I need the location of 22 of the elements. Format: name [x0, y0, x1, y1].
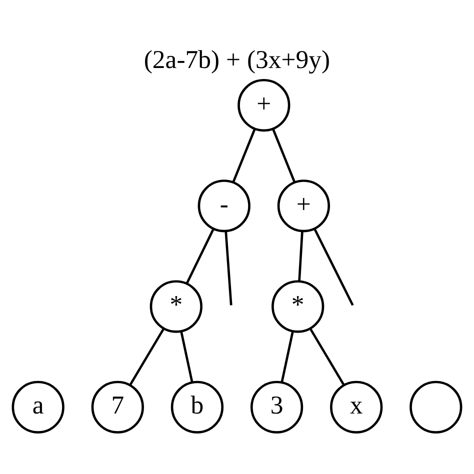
- connector: [224, 230, 232, 305]
- connector: [129, 327, 165, 386]
- node-circle: b: [170, 380, 224, 433]
- connector: [309, 327, 345, 386]
- connector: [232, 128, 256, 182]
- node-circle: [410, 380, 462, 433]
- node-circle: +: [277, 179, 330, 232]
- connector: [298, 230, 304, 281]
- connector: [272, 128, 296, 182]
- connector: [186, 228, 215, 284]
- node-circle: *: [150, 280, 202, 332]
- diagram-title: (2a-7b) + (3x+9y): [144, 44, 330, 74]
- node-circle: -: [198, 179, 250, 232]
- node-circle: a: [12, 380, 64, 433]
- connector: [314, 228, 354, 306]
- node-circle: 3: [250, 380, 304, 433]
- node-circle: *: [272, 280, 324, 332]
- node-circle: x: [330, 380, 383, 433]
- node-circle: +: [238, 78, 290, 132]
- connector: [280, 330, 294, 382]
- connector: [180, 330, 194, 382]
- node-circle: 7: [91, 380, 144, 433]
